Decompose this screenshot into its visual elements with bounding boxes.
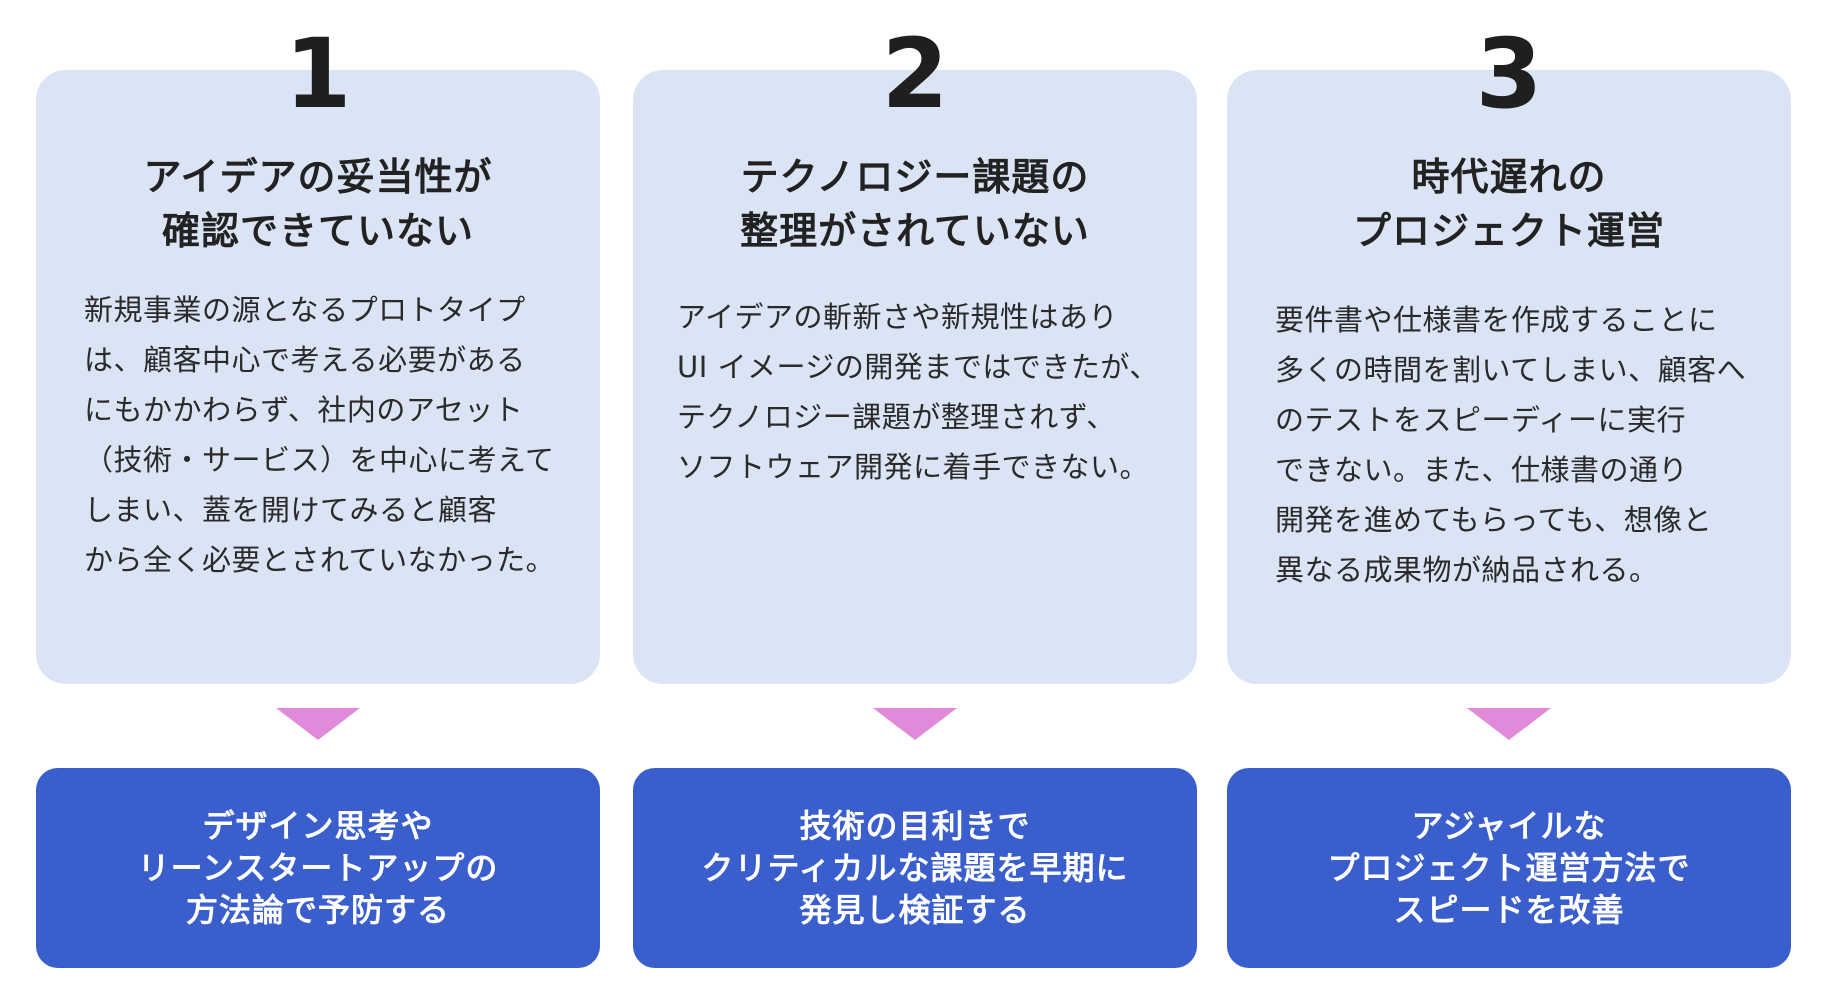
problem-description-line: のテストをスピーディーに実行: [1275, 403, 1686, 437]
problem-column-1: 1 アイデアの妥当性が 確認できていない 新規事業の源となるプロトタイプ は、顧…: [36, 0, 600, 996]
problem-description-line: （技術・サービス）を中心に考えて: [84, 443, 555, 477]
problem-description-line: アイデアの斬新さや新規性はあり: [677, 300, 1119, 334]
problem-title: テクノロジー課題の 整理がされていない: [633, 150, 1197, 258]
problem-card: [633, 70, 1197, 684]
step-number: 1: [284, 18, 352, 130]
solution-line: 方法論で予防する: [185, 891, 450, 929]
down-arrow-icon: [873, 708, 957, 740]
problem-description: アイデアの斬新さや新規性はあり UI イメージの開発まではできたが、 テクノロジ…: [677, 292, 1177, 492]
problem-title-line: テクノロジー課題の: [740, 155, 1090, 199]
down-arrow-icon: [276, 708, 360, 740]
solution-card: デザイン思考や リーンスタートアップの 方法論で予防する: [36, 768, 600, 968]
problem-title-line: プロジェクト運営: [1352, 209, 1665, 253]
problem-description-line: しまい、蓋を開けてみると顧客: [84, 493, 498, 527]
problem-description-line: 異なる成果物が納品される。: [1275, 553, 1659, 587]
problem-description: 新規事業の源となるプロトタイプ は、顧客中心で考える必要がある にもかかわらず、…: [84, 285, 574, 585]
problem-description-line: テクノロジー課題が整理されず、: [677, 400, 1116, 434]
problem-description-line: 要件書や仕様書を作成することに: [1275, 303, 1718, 337]
problem-description-line: から全く必要とされていなかった。: [84, 543, 556, 577]
solution-line: スピードを改善: [1393, 891, 1625, 929]
problem-description-line: 多くの時間を割いてしまい、顧客へ: [1275, 353, 1747, 387]
problem-title-line: 確認できていない: [161, 209, 474, 253]
problem-card: [36, 70, 600, 684]
problem-description-line: は、顧客中心で考える必要がある: [84, 343, 526, 377]
problem-column-2: 2 テクノロジー課題の 整理がされていない アイデアの斬新さや新規性はあり UI…: [633, 0, 1197, 996]
problem-description-line: 開発を進めてもらっても、想像と: [1275, 503, 1713, 537]
solution-line: デザイン思考や: [202, 807, 434, 845]
step-number: 2: [881, 18, 949, 130]
solution-line: リーンスタートアップの: [137, 849, 499, 887]
problem-title: 時代遅れの プロジェクト運営: [1227, 150, 1791, 258]
down-arrow-icon: [1467, 708, 1551, 740]
problem-card: [1227, 70, 1791, 684]
problem-title-line: 整理がされていない: [740, 209, 1090, 253]
problem-column-3: 3 時代遅れの プロジェクト運営 要件書や仕様書を作成することに 多くの時間を割…: [1227, 0, 1791, 996]
problem-title: アイデアの妥当性が 確認できていない: [36, 150, 600, 258]
solution-line: 発見し検証する: [799, 891, 1031, 929]
problem-description-line: できない。また、仕様書の通り: [1275, 453, 1689, 487]
problem-title-line: 時代遅れの: [1411, 155, 1607, 199]
problem-description-line: UI イメージの開発まではできたが、: [677, 350, 1159, 384]
solution-line: プロジェクト運営方法で: [1327, 849, 1691, 887]
solution-line: クリティカルな課題を早期に: [701, 849, 1129, 887]
solution-card: 技術の目利きで クリティカルな課題を早期に 発見し検証する: [633, 768, 1197, 968]
step-number: 3: [1475, 18, 1543, 130]
problem-description-line: にもかかわらず、社内のアセット: [84, 393, 524, 427]
problem-description: 要件書や仕様書を作成することに 多くの時間を割いてしまい、顧客へ のテストをスピ…: [1275, 295, 1775, 595]
problem-description-line: 新規事業の源となるプロトタイプ: [84, 293, 526, 327]
problem-title-line: アイデアの妥当性が: [143, 155, 493, 199]
solution-card: アジャイルな プロジェクト運営方法で スピードを改善: [1227, 768, 1791, 968]
solution-line: 技術の目利きで: [799, 807, 1031, 845]
solution-line: アジャイルな: [1411, 807, 1607, 845]
problem-description-line: ソフトウェア開発に着手できない。: [677, 450, 1150, 484]
